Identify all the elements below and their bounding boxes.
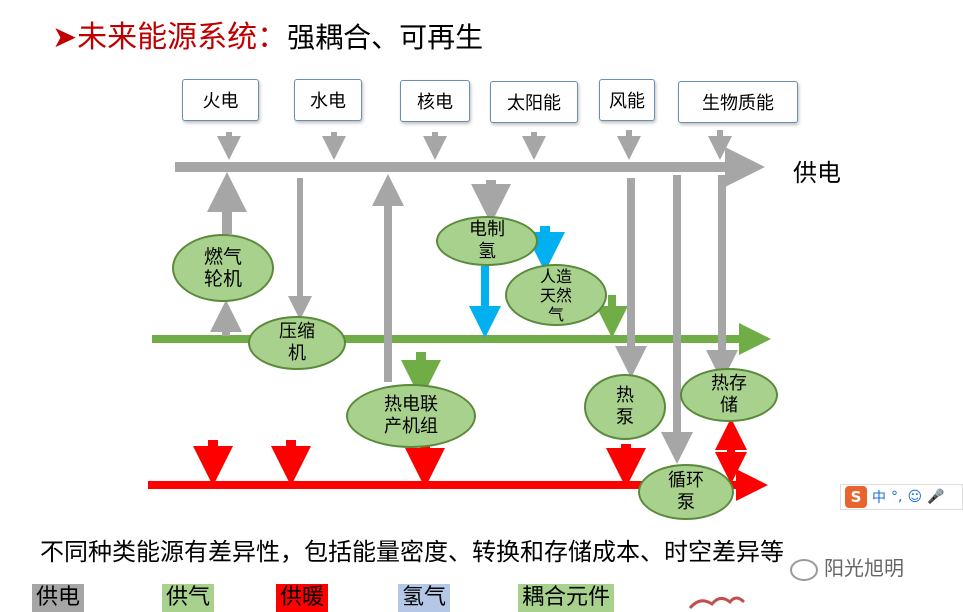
- title-bullet: ➤: [52, 20, 78, 55]
- ime-mic-icon[interactable]: 🎤: [927, 489, 945, 505]
- power-bus-label: 供电: [793, 159, 841, 187]
- node-chp-unit: 热电联产机组: [346, 384, 476, 448]
- wechat-icon: [790, 558, 818, 581]
- legend-gas: 供气: [162, 584, 215, 612]
- legend-power: 供电: [32, 584, 85, 612]
- title-main: 未来能源系统：: [77, 20, 288, 55]
- source-biomass: 生物质能: [678, 81, 798, 123]
- source-nuclear-power: 核电: [400, 80, 470, 122]
- ime-lang-toggle[interactable]: 中: [872, 490, 886, 506]
- caption-text: 不同种类能源有差异性，包括能量密度、转换和存储成本、时空差异等: [40, 538, 784, 566]
- title-sub: 强耦合、可再生: [287, 21, 484, 54]
- legend-coupling: 耦合元件: [518, 584, 615, 612]
- node-heat-pump: 热泵: [584, 374, 666, 440]
- source-coal-power: 火电: [182, 79, 259, 121]
- page-title: ➤未来能源系统：强耦合、可再生: [52, 12, 483, 56]
- legend-hydrogen: 氢气: [398, 584, 451, 612]
- node-synthetic-gas: 人造天然气: [505, 264, 607, 326]
- source-solar: 太阳能: [490, 81, 578, 123]
- watermark: 阳光旭明: [790, 552, 904, 581]
- source-arrows: [217, 130, 732, 160]
- legend-heat: 供暖: [276, 584, 329, 612]
- ime-toolbar[interactable]: S 中 °, ☺ 🎤: [840, 484, 963, 510]
- node-electrolysis: 电制氢: [436, 216, 538, 266]
- source-wind: 风能: [599, 79, 655, 121]
- ime-emoji-icon[interactable]: ☺: [907, 489, 923, 505]
- node-heat-storage: 热存储: [680, 368, 778, 422]
- ime-logo-icon[interactable]: S: [845, 486, 867, 508]
- node-compressor: 压缩机: [248, 316, 346, 370]
- heat-input-arrows: [193, 440, 646, 488]
- node-gas-turbine: 燃气轮机: [172, 234, 274, 302]
- ime-punct-toggle[interactable]: °,: [891, 489, 903, 505]
- node-circulation-pump: 循环泵: [638, 464, 734, 520]
- source-hydro-power: 水电: [294, 79, 362, 121]
- decorative-logo: [688, 596, 746, 610]
